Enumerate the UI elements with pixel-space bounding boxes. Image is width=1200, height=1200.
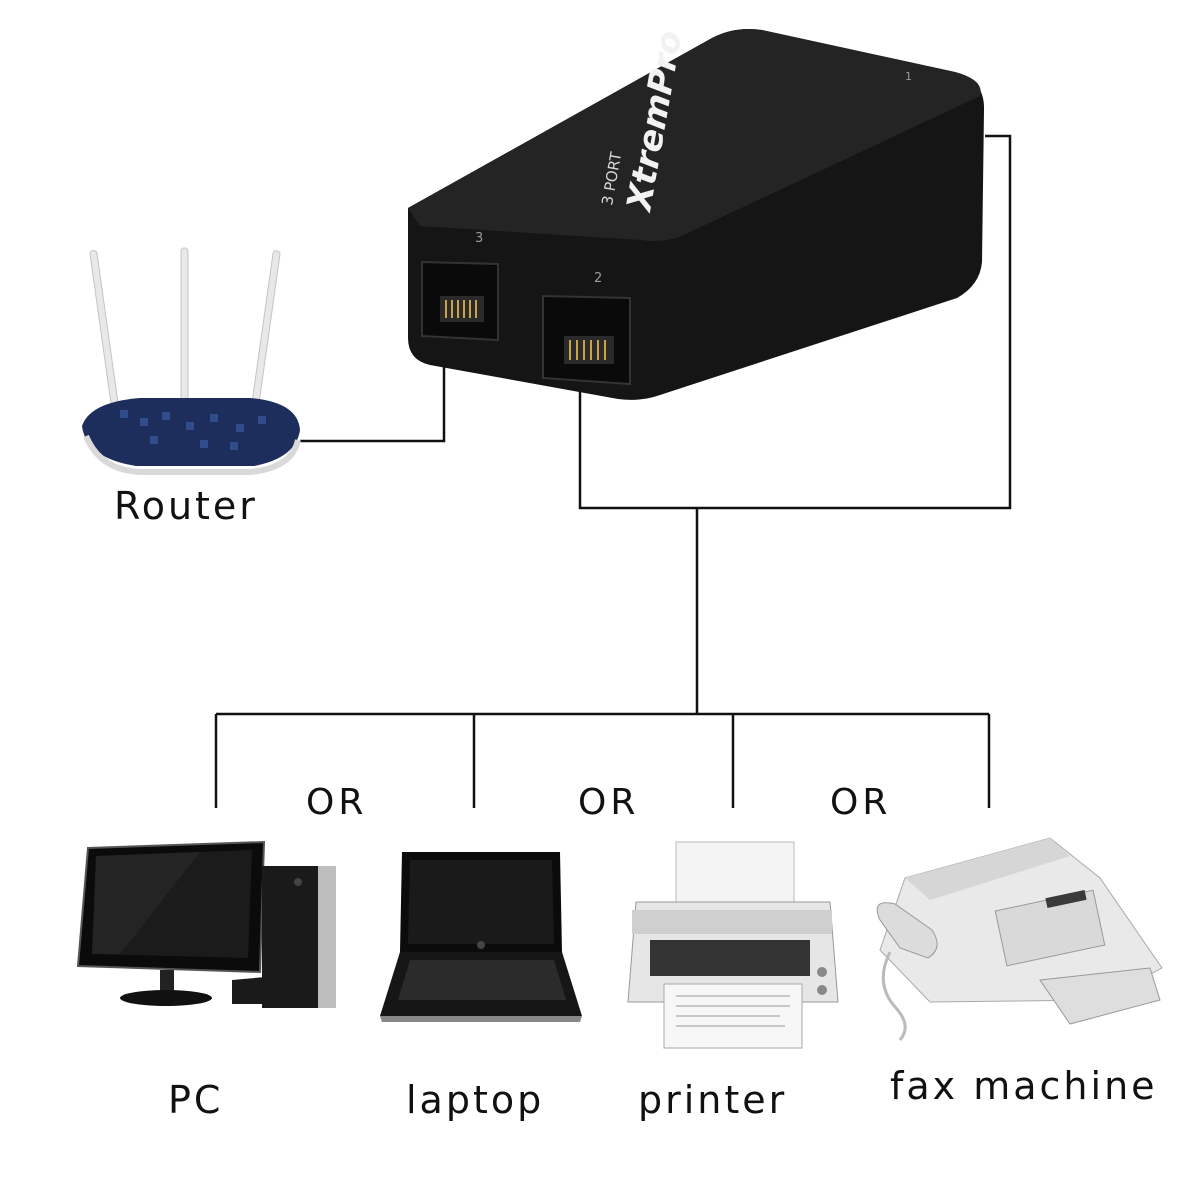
splitter-device: XtremPro 3 PORT 1 2 3: [408, 28, 985, 400]
port-3-number: 3: [475, 231, 483, 246]
port2-to-hub-line: [578, 134, 1012, 510]
port-1-number: 1: [905, 70, 912, 83]
or-label-2: OR: [578, 782, 640, 823]
router-to-port3-line: [300, 336, 446, 443]
fax-machine-image: [876, 837, 1163, 1041]
fax-machine-label: fax machine: [890, 1064, 1158, 1108]
pc-label: PC: [168, 1078, 224, 1122]
router-image: [82, 247, 301, 475]
connection-lines: [214, 134, 1012, 808]
port-3-jack: [421, 260, 499, 342]
printer-label: printer: [638, 1078, 788, 1122]
printer-image: [627, 841, 839, 1049]
laptop-image: [380, 852, 582, 1022]
port-2-jack: [542, 294, 631, 386]
port-2-number: 2: [594, 271, 602, 286]
or-label-3: OR: [830, 782, 892, 823]
laptop-label: laptop: [406, 1078, 545, 1122]
router-label: Router: [114, 484, 258, 528]
or-label-1: OR: [306, 782, 368, 823]
pc-image: [76, 840, 336, 1008]
